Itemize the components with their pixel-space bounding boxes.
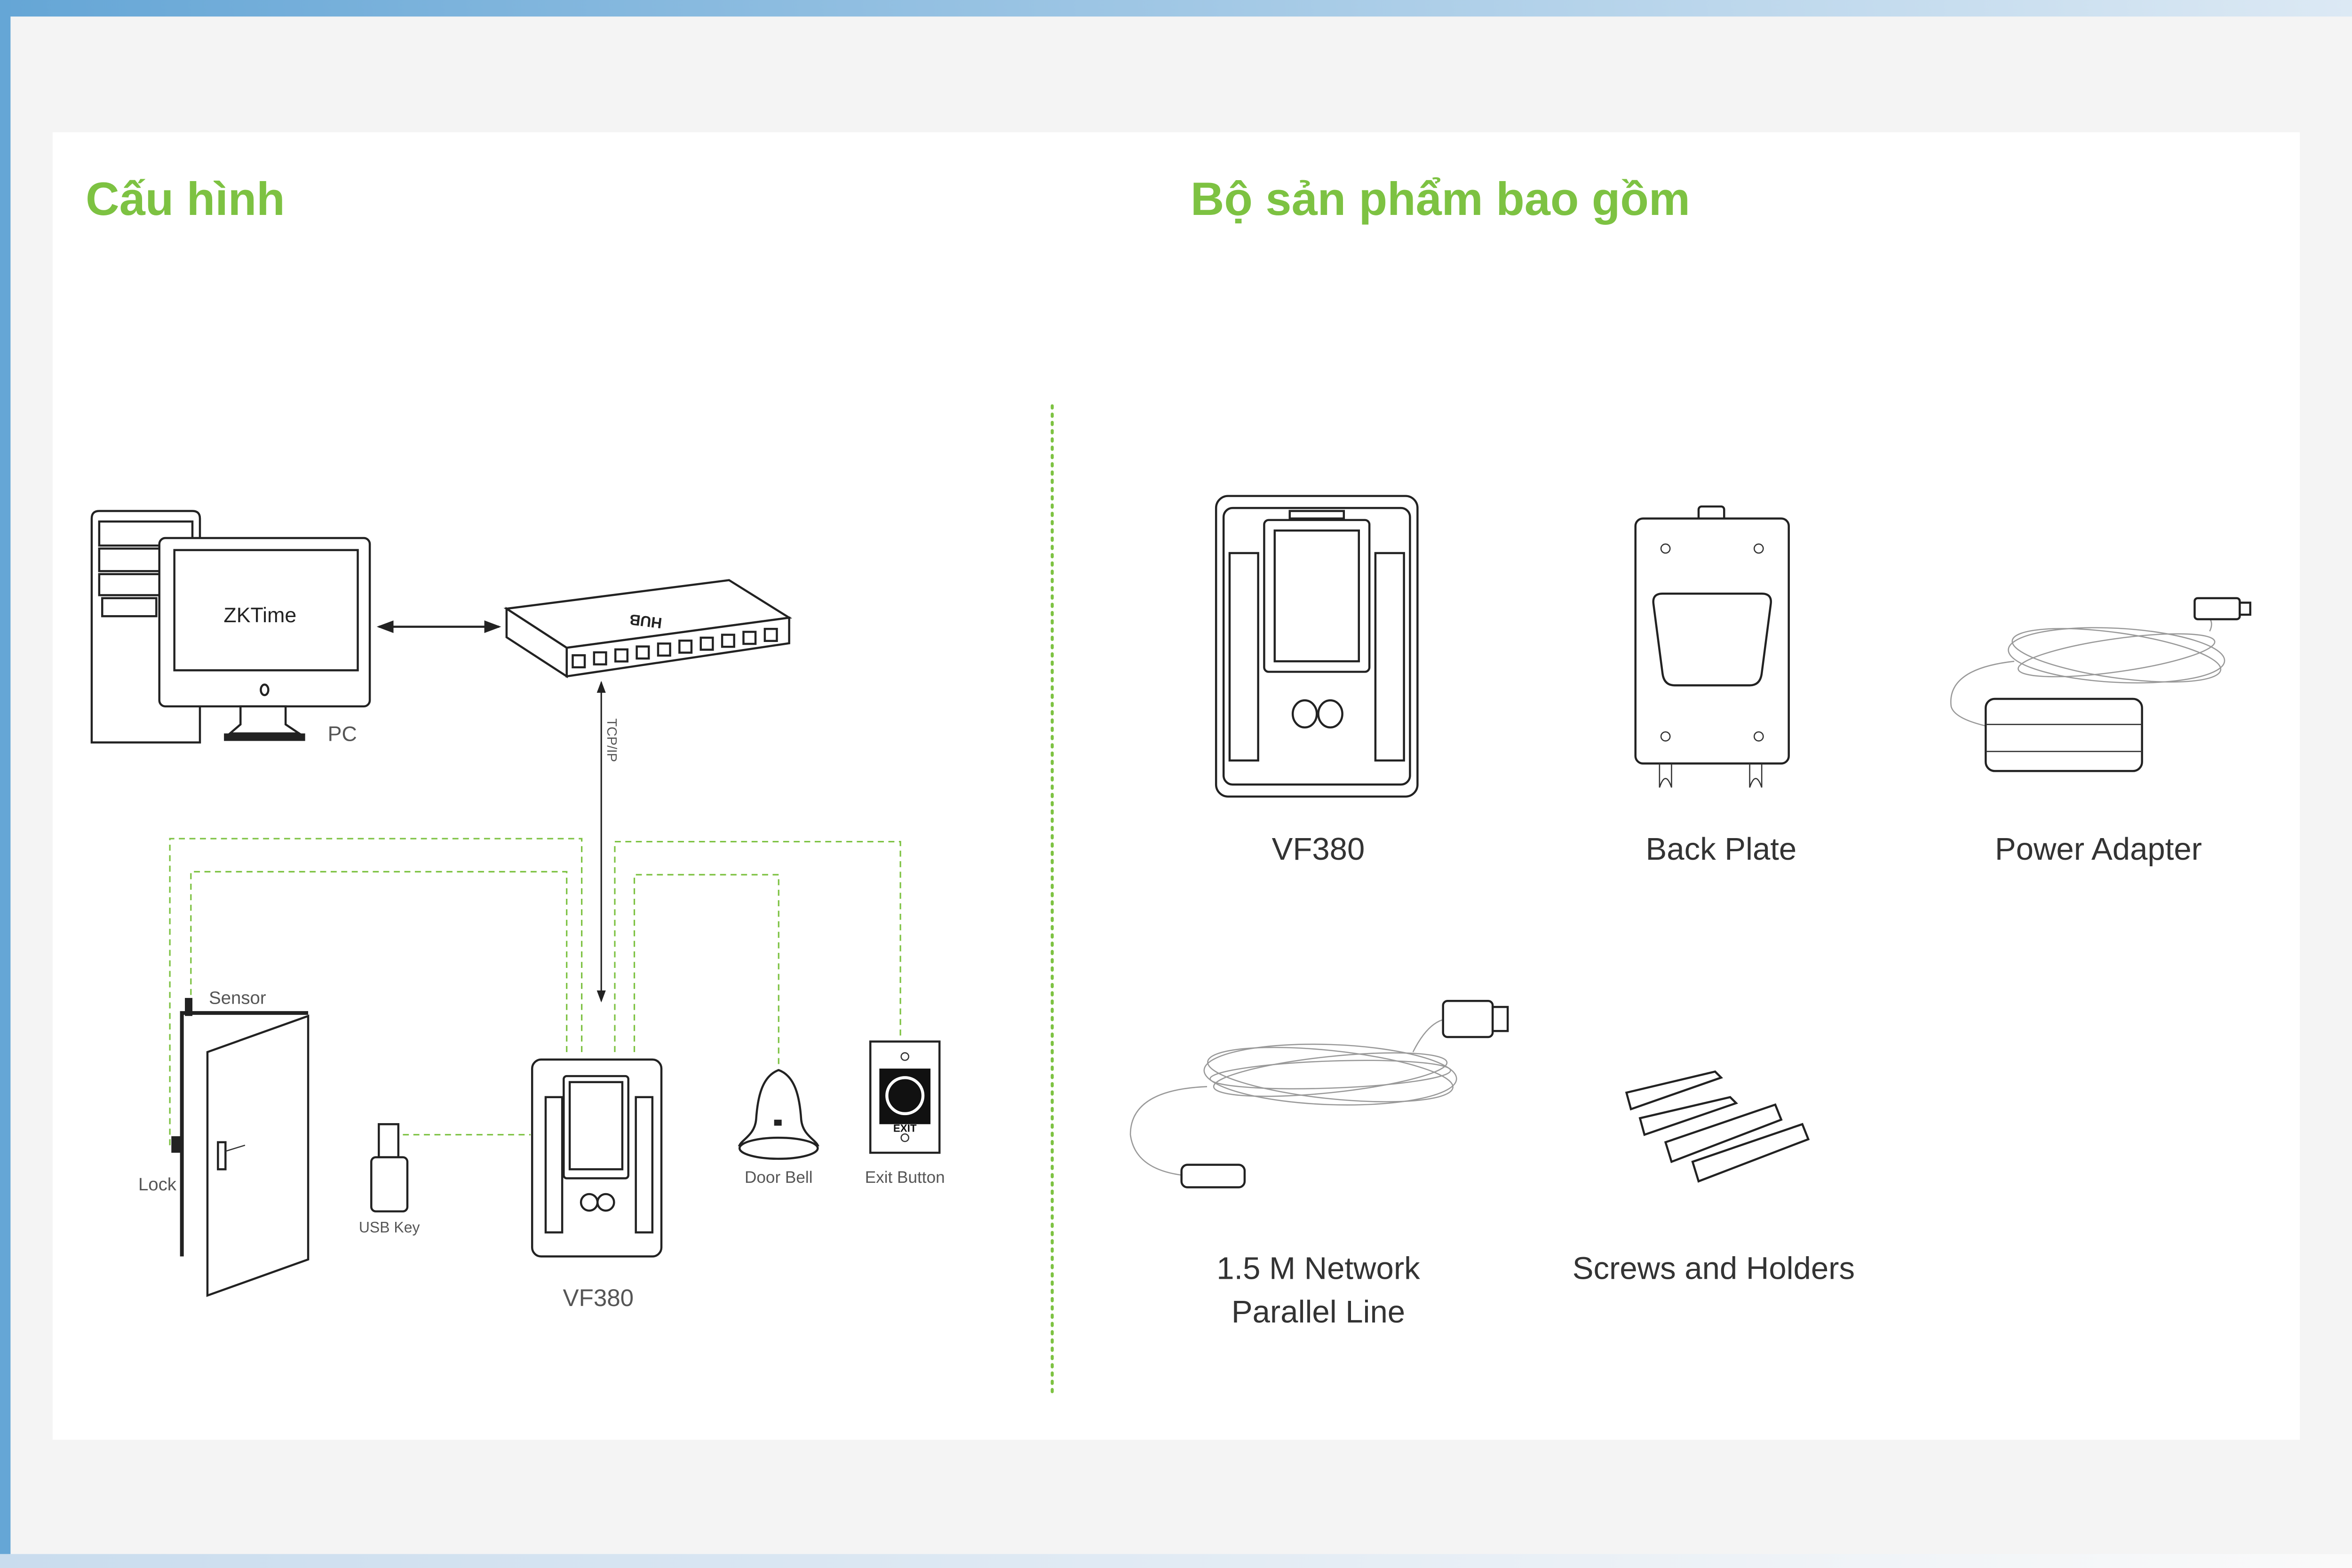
hub-port xyxy=(721,634,735,648)
sensor-label: Sensor xyxy=(209,988,266,1008)
usb-key-icon xyxy=(370,1123,409,1212)
vf380-product-label: VF380 xyxy=(1272,832,1365,867)
bottom-frame-bar xyxy=(0,1554,2352,1568)
network-cable-label-line2: Parallel Line xyxy=(1232,1294,1405,1330)
power-adapter-label: Power Adapter xyxy=(1995,832,2202,867)
screws-and-holders-label: Screws and Holders xyxy=(1573,1251,1855,1286)
screws-and-holders-image xyxy=(1625,1070,1810,1183)
hub-port xyxy=(636,645,650,660)
network-cable-label-line1: 1.5 M Network xyxy=(1216,1251,1420,1286)
hub-port xyxy=(699,636,714,651)
hub-port xyxy=(614,648,629,663)
lock-label: Lock xyxy=(138,1174,177,1195)
door-bell-icon xyxy=(738,1069,819,1160)
door-bell-label: Door Bell xyxy=(745,1168,813,1187)
left-frame-bar xyxy=(0,0,11,1568)
package-contents-title: Bộ sản phẩm bao gồm xyxy=(1191,173,1690,225)
network-cable-image xyxy=(1129,1000,1509,1188)
hub-label: HUB xyxy=(628,611,663,632)
back-plate-image xyxy=(1634,505,1790,788)
pc-icon: ZKTime xyxy=(90,510,371,744)
power-adapter-image xyxy=(1950,597,2251,772)
hub-port xyxy=(742,631,757,645)
hub-port xyxy=(657,642,671,657)
content-panel xyxy=(52,132,2300,1440)
exit-text: EXIT xyxy=(893,1122,917,1134)
hub-port xyxy=(593,651,607,665)
vf380-product-image xyxy=(1215,495,1419,798)
exit-button-label: Exit Button xyxy=(865,1168,945,1187)
hub-port xyxy=(763,627,778,642)
vf380-device-icon xyxy=(531,1058,663,1258)
pc-screen-text: ZKTime xyxy=(223,604,296,627)
configuration-title: Cấu hình xyxy=(86,173,285,225)
pc-label: PC xyxy=(328,722,357,745)
wiring xyxy=(169,838,901,1146)
top-frame-bar xyxy=(0,0,2352,17)
back-plate-label: Back Plate xyxy=(1646,832,1797,867)
door-icon xyxy=(171,998,310,1297)
exit-button-icon: EXIT xyxy=(869,1040,941,1154)
tcpip-label: TCP/IP xyxy=(604,719,619,762)
hub-port xyxy=(678,639,693,654)
usb-key-label: USB Key xyxy=(359,1219,420,1235)
hub-icon: HUB xyxy=(503,579,793,679)
vf380-diagram-label: VF380 xyxy=(563,1284,634,1311)
hub-port xyxy=(572,654,586,669)
